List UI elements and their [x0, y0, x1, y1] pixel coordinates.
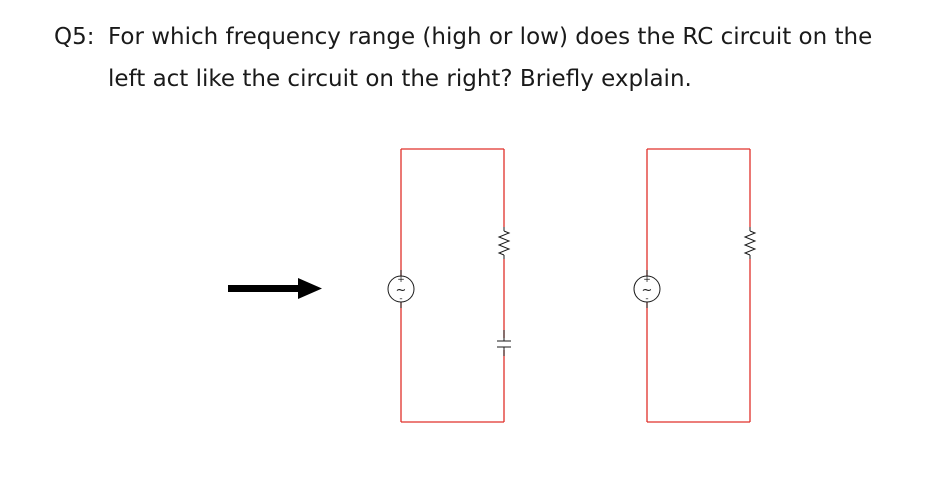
arrow-shaft [228, 285, 300, 292]
question-line-2: left act like the circuit on the right? … [108, 66, 692, 92]
question-line-1-text: For which frequency range (high or low) … [108, 24, 873, 50]
ac-source-icon: + ~ - [633, 270, 661, 308]
question-line-1: Q5: For which frequency range (high or l… [54, 16, 914, 58]
pointer-arrow [228, 278, 322, 299]
source-plus-sign: + [397, 275, 405, 285]
r-circuit-right: + ~ - [633, 148, 757, 423]
resistor-icon [743, 227, 757, 259]
r-wires [646, 148, 751, 423]
resistor-icon [497, 227, 511, 259]
ac-source-icon: + ~ - [387, 270, 415, 308]
source-plus-sign: + [643, 275, 651, 285]
source-tilde-sign: ~ [642, 283, 653, 298]
question-text: Q5: For which frequency range (high or l… [54, 16, 914, 100]
capacitor-icon [497, 330, 511, 356]
question-number: Q5: [54, 24, 95, 50]
source-minus-sign: - [645, 294, 648, 304]
source-minus-sign: - [399, 294, 402, 304]
rc-circuit-left: + ~ - [387, 148, 511, 423]
arrow-head [298, 278, 322, 299]
source-tilde-sign: ~ [396, 283, 407, 298]
rc-wires [400, 148, 505, 423]
